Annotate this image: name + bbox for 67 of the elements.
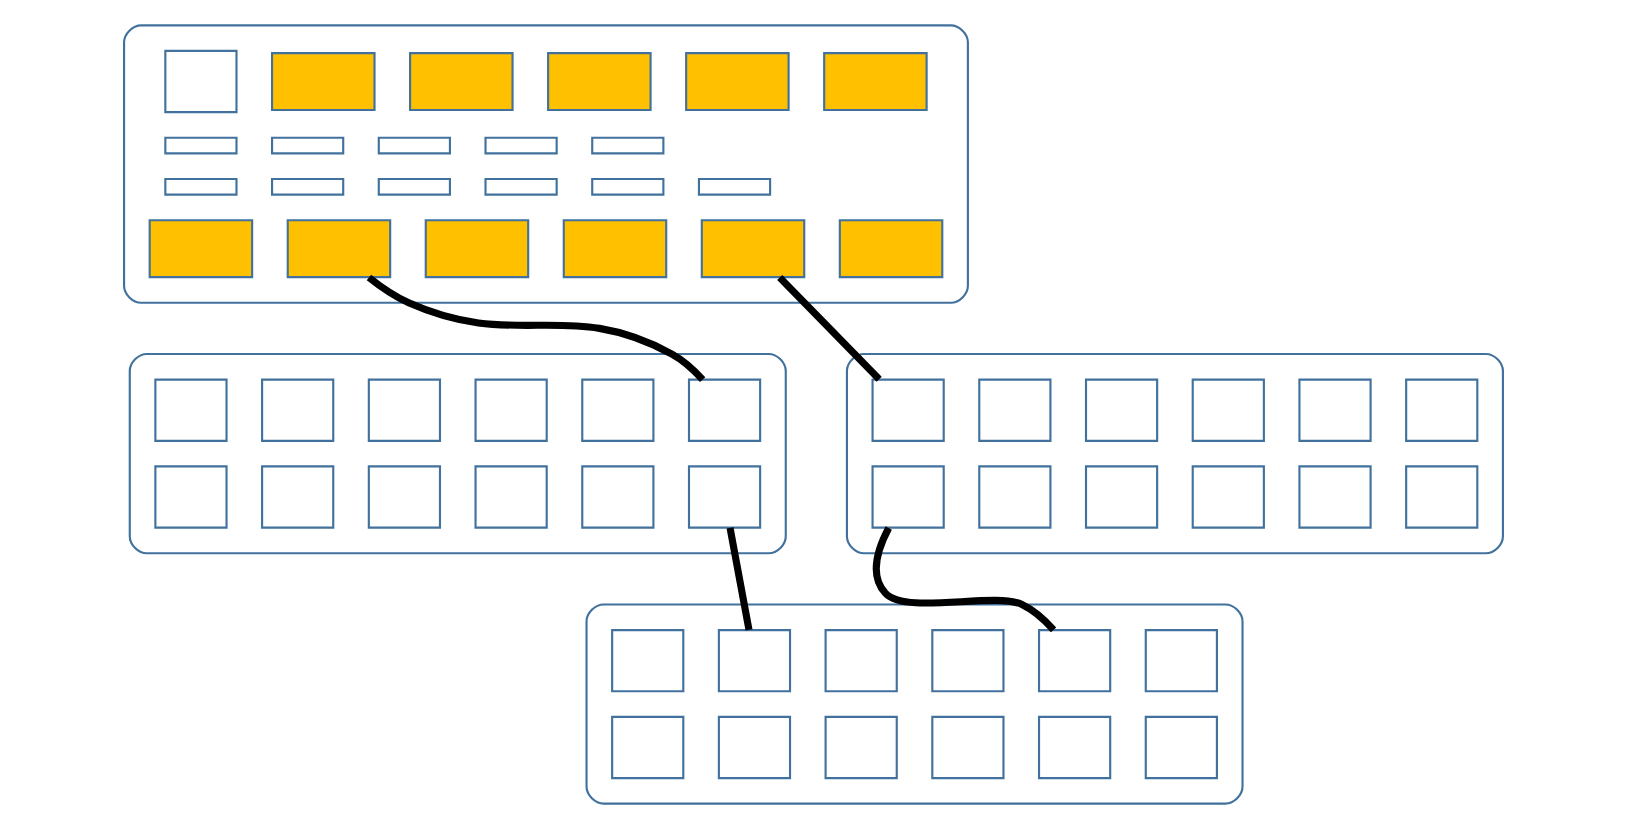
node-box: [270, 177, 344, 196]
cluster: [122, 24, 969, 304]
node-box: [838, 219, 943, 279]
node-box: [153, 465, 228, 529]
node-box: [408, 52, 514, 112]
node-box: [546, 52, 652, 112]
node-box: [163, 177, 238, 196]
node-box: [474, 465, 548, 529]
node-box: [148, 219, 253, 279]
node-box: [1191, 378, 1265, 442]
node-box: [610, 715, 684, 780]
node-box: [377, 177, 451, 196]
node-box: [822, 52, 928, 112]
node-box: [1037, 715, 1111, 780]
cluster: [128, 352, 787, 555]
node-box: [424, 219, 529, 279]
node-box: [580, 378, 654, 442]
node-box: [700, 219, 805, 279]
node-box: [270, 52, 376, 112]
node-box: [163, 136, 238, 155]
node-box: [377, 136, 451, 155]
connector: [872, 526, 1056, 633]
node-box: [687, 465, 761, 529]
node-box: [562, 219, 667, 279]
node-box: [684, 52, 790, 112]
node-box: [871, 465, 945, 529]
node-box: [1037, 629, 1111, 693]
node-box: [580, 465, 654, 529]
cluster: [584, 603, 1244, 805]
connector: [726, 527, 752, 631]
node-box: [1084, 465, 1158, 529]
node-box: [590, 177, 664, 196]
node-box: [153, 378, 228, 442]
node-box: [286, 219, 391, 279]
node-box: [824, 715, 898, 780]
node-box: [871, 378, 945, 442]
node-box: [1144, 715, 1218, 780]
node-box: [590, 136, 664, 155]
connector: [366, 274, 705, 382]
node-box: [1191, 465, 1265, 529]
node-box: [483, 136, 558, 155]
node-box: [1404, 378, 1478, 442]
node-box: [270, 136, 344, 155]
node-box: [1144, 629, 1218, 693]
cluster: [845, 352, 1504, 555]
node-box: [977, 378, 1051, 442]
node-box: [824, 629, 898, 693]
node-box: [260, 465, 334, 529]
node-box: [260, 378, 334, 442]
node-box: [1084, 378, 1158, 442]
node-box: [717, 629, 791, 693]
node-box: [610, 629, 684, 693]
node-box: [367, 465, 441, 529]
node-box: [367, 378, 441, 442]
node-box: [1297, 378, 1372, 442]
node-box: [717, 715, 791, 780]
node-box: [474, 378, 548, 442]
node-box: [1297, 465, 1372, 529]
node-box: [687, 378, 761, 442]
node-box: [930, 629, 1005, 693]
node-box: [930, 715, 1005, 780]
node-box: [483, 177, 558, 196]
node-box: [977, 465, 1051, 529]
node-box: [163, 49, 238, 114]
node-box: [697, 177, 771, 196]
node-box: [1404, 465, 1478, 529]
connector: [776, 274, 882, 382]
